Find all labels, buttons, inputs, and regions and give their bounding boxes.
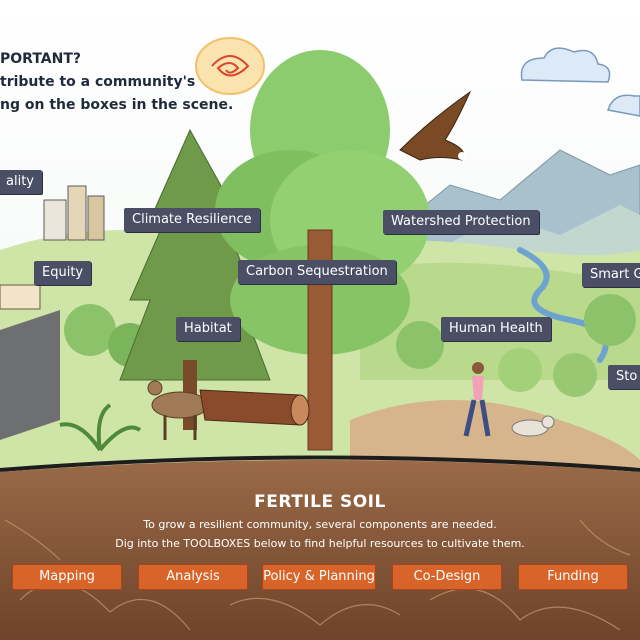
city-buildings [43,185,105,241]
tag-human-health[interactable]: Human Health [441,317,551,341]
tag-smart-growth[interactable]: Smart Gr [582,263,640,287]
tag-carbon-sequestration[interactable]: Carbon Sequestration [238,260,396,284]
fern [59,403,142,452]
deer [147,380,209,440]
fallen-log [199,389,310,426]
tag-quality[interactable]: ality [0,170,42,194]
sun-icon [195,37,265,95]
toolbox-co-design[interactable]: Co-Design [392,564,502,590]
trail [350,400,640,470]
tag-climate-resilience[interactable]: Climate Resilience [124,208,260,232]
tag-storm[interactable]: Sto [608,365,640,389]
soil-title: FERTILE SOIL [254,492,386,512]
toolbox-mapping[interactable]: Mapping [12,564,122,590]
tag-equity[interactable]: Equity [34,261,92,285]
tag-watershed-protection[interactable]: Watershed Protection [383,210,539,234]
cloud-icon [520,47,640,117]
intro-text: PORTANT? tribute to a community's ng on … [0,48,233,117]
eagle-icon [399,90,472,161]
soil-layer [0,460,640,640]
toolbox-analysis[interactable]: Analysis [138,564,248,590]
intro-line-3: ng on the boxes in the scene. [0,97,234,113]
background-trees [64,294,636,397]
soil-line-1: To grow a resilient community, several c… [143,518,497,531]
road [0,310,60,440]
toolbox-funding[interactable]: Funding [518,564,628,590]
walking-person [463,362,491,437]
intro-line-1: PORTANT? [0,51,81,67]
dog [511,415,555,437]
intro-line-2: tribute to a community's [0,74,196,90]
tag-habitat[interactable]: Habitat [176,317,240,341]
soil-line-2: Dig into the TOOLBOXES below to find hel… [115,537,525,550]
toolbox-policy-planning[interactable]: Policy & Planning [262,564,376,590]
